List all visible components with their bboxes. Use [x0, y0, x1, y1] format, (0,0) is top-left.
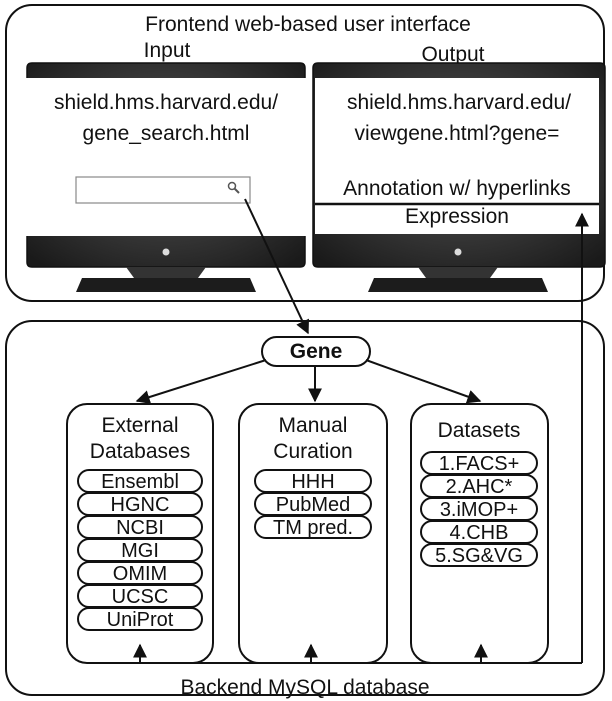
external-db-item-label: MGI: [121, 540, 159, 562]
manual-title-line2: Curation: [273, 440, 352, 463]
gene-label: Gene: [290, 340, 343, 363]
input-label: Input: [144, 39, 191, 62]
output-url-line2: viewgene.html?gene=: [355, 122, 560, 145]
expression-section[interactable]: Expression: [405, 205, 509, 228]
dataset-item-label: 3.iMOP+: [440, 499, 518, 521]
datasets-title: Datasets: [438, 419, 521, 442]
magnifier-icon[interactable]: [227, 181, 240, 194]
dataset-item-label: 2.AHC*: [446, 476, 513, 498]
dataset-item-label: 1.FACS+: [439, 453, 520, 475]
external-title-line2: Databases: [90, 440, 190, 463]
output-url-line1: shield.hms.harvard.edu/: [347, 91, 571, 114]
output-power-led: [454, 248, 462, 256]
external-db-item-label: NCBI: [116, 517, 164, 539]
external-db-item-label: OMIM: [113, 563, 167, 585]
external-db-item-label: UCSC: [112, 586, 169, 608]
input-power-led: [162, 248, 170, 256]
manual-curation-item-pill: [254, 515, 372, 539]
external-db-item-label: Ensembl: [101, 471, 179, 493]
external-db-item-label: UniProt: [107, 609, 174, 631]
connectors: [133, 198, 589, 664]
annotation-hyperlinks[interactable]: Annotation w/ hyperlinks: [343, 177, 571, 200]
gene-search-input[interactable]: [75, 176, 251, 204]
external-title-line1: External: [101, 414, 178, 437]
input-monitor: shield.hms.harvard.edu/ gene_search.html: [24, 62, 306, 292]
input-url-line1: shield.hms.harvard.edu/: [54, 91, 278, 114]
input-url-line2: gene_search.html: [83, 122, 250, 145]
manual-curation-item-label: TM pred.: [273, 517, 353, 539]
manual-curation-item-label: HHH: [291, 471, 334, 493]
manual-curation-item-label: PubMed: [276, 494, 351, 516]
dataset-item-label: 5.SG&VG: [435, 545, 523, 567]
backend-title: Backend MySQL database: [180, 676, 429, 699]
output-label: Output: [421, 43, 484, 66]
frontend-title: Frontend web-based user interface: [145, 13, 471, 36]
manual-title-line1: Manual: [279, 414, 348, 437]
dataset-item-label: 4.CHB: [450, 522, 509, 544]
external-db-item-pill: [77, 607, 203, 631]
output-monitor: shield.hms.harvard.edu/ viewgene.html?ge…: [312, 62, 606, 292]
dataset-item-pill: [420, 543, 538, 567]
external-db-item-label: HGNC: [111, 494, 170, 516]
